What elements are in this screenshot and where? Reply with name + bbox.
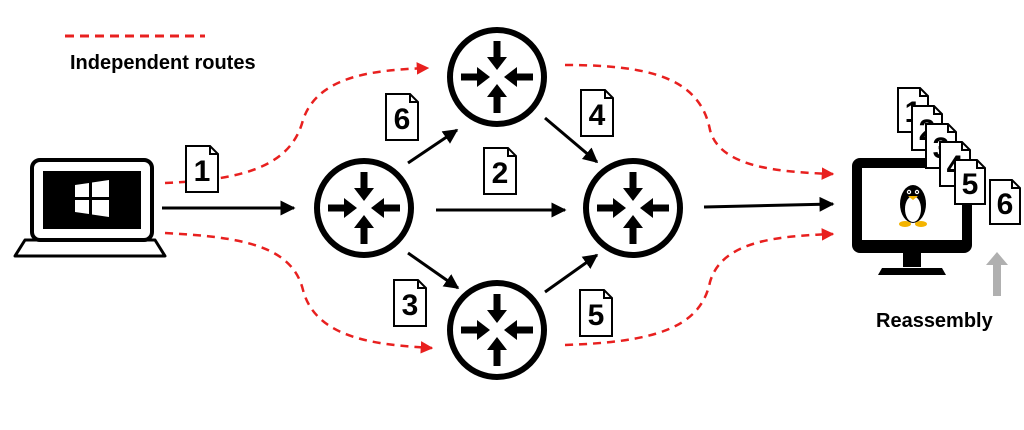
stack-packet-5: 5 xyxy=(954,159,986,205)
packet-label-3: 3 xyxy=(402,289,419,322)
links xyxy=(162,116,835,294)
tux-icon xyxy=(899,185,927,227)
packet-label-6: 6 xyxy=(394,103,411,136)
packet-label-5: 5 xyxy=(588,299,605,332)
windows-logo-icon xyxy=(75,180,109,217)
reassembly-label: Reassembly xyxy=(876,310,994,332)
route-lower-left xyxy=(164,231,434,354)
reassembled-stack: 1 2 3 4 5 6 xyxy=(897,87,1021,225)
legend: Independent routes xyxy=(65,34,256,74)
link-top-to-right xyxy=(544,116,599,164)
route-upper-left xyxy=(164,62,430,185)
laptop-windows-icon xyxy=(13,158,167,258)
packet-label-1: 1 xyxy=(194,155,211,188)
packet-label-2: 2 xyxy=(492,157,509,190)
packet-label-4: 4 xyxy=(589,99,606,132)
reassembly-arrow-head xyxy=(986,252,1008,265)
router-center xyxy=(317,161,411,255)
packet-5: 5 xyxy=(579,289,613,337)
packet-2: 2 xyxy=(483,147,517,195)
link-center-to-top xyxy=(407,128,459,165)
stack-packet-6: 6 xyxy=(989,179,1021,225)
legend-label: Independent routes xyxy=(70,52,256,74)
router-bottom xyxy=(450,283,544,377)
reassembly-indicator: Reassembly xyxy=(876,252,1008,332)
route-upper-right xyxy=(564,63,835,180)
link-right-to-desktop xyxy=(703,196,835,212)
reassembly-arrow-shaft xyxy=(993,264,1001,296)
router-top xyxy=(450,30,544,124)
packet-1: 1 xyxy=(185,145,219,193)
stack-label-6: 6 xyxy=(997,188,1014,221)
link-center-to-bottom xyxy=(407,251,460,290)
stack-label-5: 5 xyxy=(962,168,979,201)
router-right xyxy=(586,161,680,255)
packet-6: 6 xyxy=(385,93,419,141)
packet-4: 4 xyxy=(580,89,614,137)
route-lower-right xyxy=(564,228,835,347)
independent-routes xyxy=(164,62,835,354)
link-bottom-to-right xyxy=(544,253,599,294)
packet-3: 3 xyxy=(393,279,427,327)
